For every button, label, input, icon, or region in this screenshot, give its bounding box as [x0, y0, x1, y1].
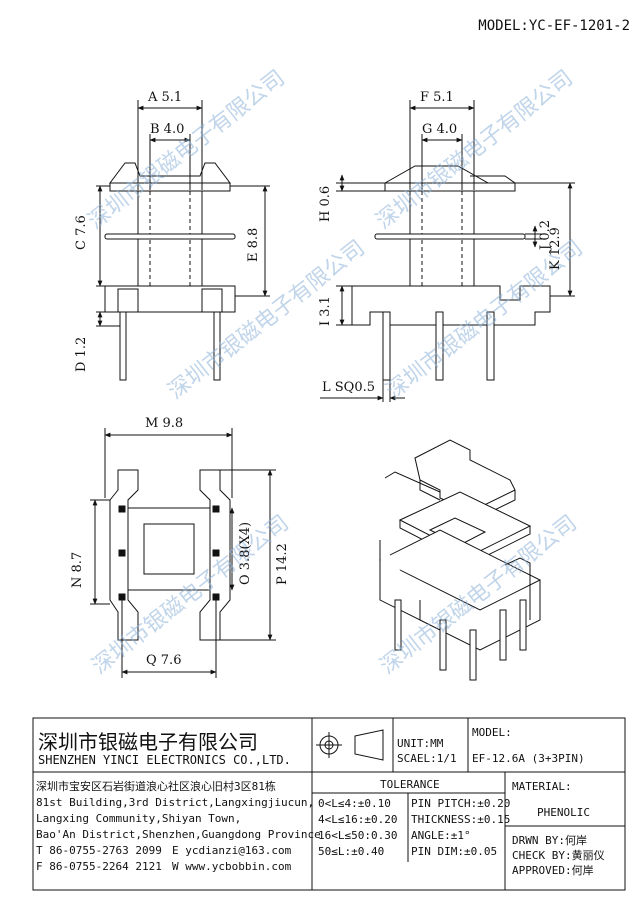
tolerance-title: TOLERANCE [380, 778, 440, 791]
dim-i: I 3.1 [318, 296, 333, 326]
checked-by: CHECK BY:黄丽仪 [512, 849, 605, 862]
material-label: MATERIAL: [512, 780, 572, 793]
side-view [320, 100, 575, 402]
dim-b: B 4.0 [150, 122, 185, 137]
tolerance-row: PIN PITCH:±0.20 [411, 797, 511, 810]
address-cn: 深圳市宝安区石岩街道浪心社区浪心旧村3区81栋 [36, 780, 276, 793]
dim-c: C 7.6 [74, 215, 89, 250]
dim-l: L SQ0.5 [322, 380, 376, 395]
dim-k: K 12.9 [548, 227, 563, 270]
unit: UNIT:MM [397, 737, 444, 750]
tolerance-row: ANGLE:±1° [411, 829, 471, 842]
dim-p: P 14.2 [275, 543, 290, 585]
tolerance-row: 50≤L:±0.40 [318, 845, 385, 858]
drawn-by: DRWN BY:何岸 [512, 834, 587, 847]
company-name-en: SHENZHEN YINCI ELECTRONICS CO.,LTD. [38, 753, 291, 767]
tolerance-row: 0<L≤4:±0.10 [318, 797, 391, 810]
tolerance-row: 4<L≤16:±0.20 [318, 813, 398, 826]
dim-n: N 8.7 [70, 551, 85, 588]
dim-d: D 1.2 [74, 336, 89, 372]
dim-e: E 8.8 [246, 227, 261, 262]
approved-by: APPROVED:何岸 [512, 864, 594, 877]
scale: SCAEL:1/1 [397, 752, 457, 765]
isometric-view [378, 439, 542, 681]
telephone: T 86-0755-2763 2099 [36, 844, 162, 857]
dim-o: O 3.8(X4) [238, 521, 253, 585]
material-value: PHENOLIC [537, 806, 590, 819]
address-en-3: Bao'An District,Shenzhen,Guangdong Provi… [36, 828, 321, 841]
model-header: MODEL:YC-EF-1201-2 [478, 18, 630, 34]
title-block-frame [32, 717, 626, 891]
dim-m: M 9.8 [145, 416, 184, 431]
model-value: EF-12.6A (3+3PIN) [472, 752, 585, 765]
tolerance-row: 16<L≤50:0.30 [318, 829, 398, 842]
bottom-view [90, 428, 276, 678]
dim-a: A 5.1 [148, 90, 183, 105]
dim-q: Q 7.6 [146, 653, 182, 668]
dim-f: F 5.1 [420, 90, 454, 105]
website: W www.ycbobbin.com [172, 860, 292, 873]
company-name-cn: 深圳市银磁电子有限公司 [38, 730, 258, 754]
dim-g: G 4.0 [422, 122, 458, 137]
fax: F 86-0755-2264 2121 [36, 860, 162, 873]
tolerance-row: PIN DIM:±0.05 [411, 845, 498, 858]
address-en-1: 81st Building,3rd District,Langxingjiucu… [36, 796, 315, 809]
front-view [96, 100, 270, 381]
tolerance-row: THICKNESS:±0.15 [411, 813, 511, 826]
address-en-2: Langxing Community,Shiyan Town, [36, 812, 242, 825]
dim-h: H 0.6 [318, 185, 333, 222]
email: E ycdianzi@163.com [172, 844, 292, 857]
model-label: MODEL: [472, 726, 512, 739]
